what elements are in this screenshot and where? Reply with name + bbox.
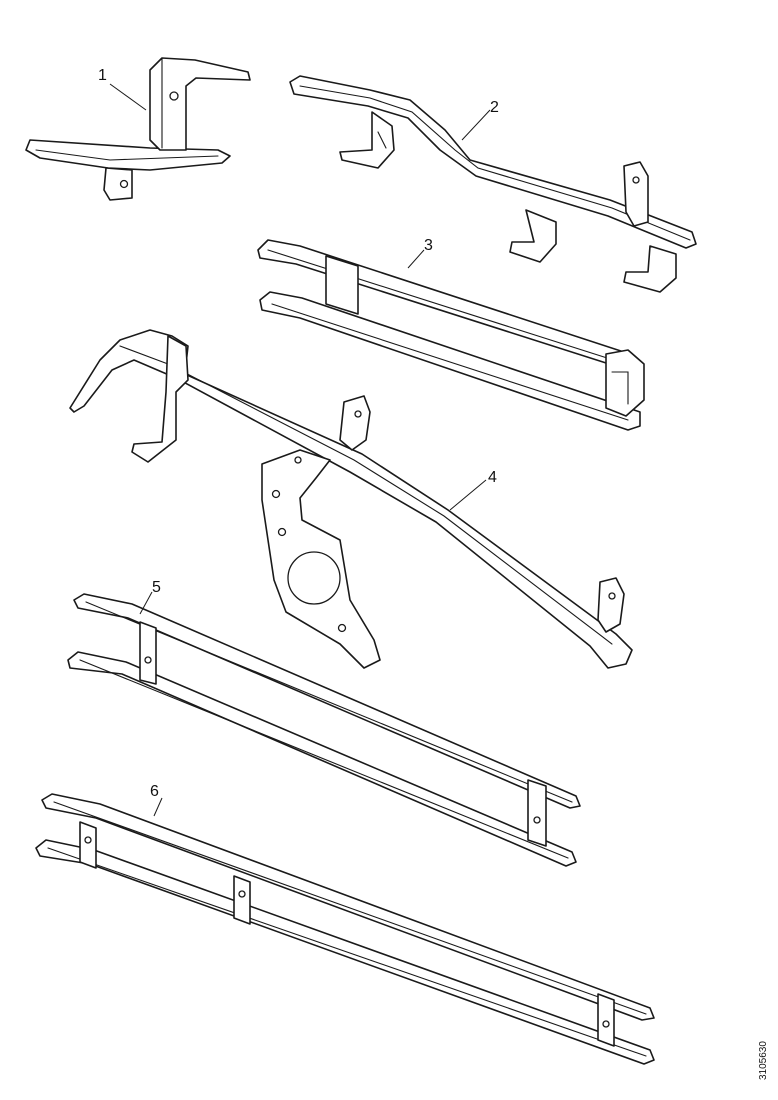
part-1-bracket (25, 57, 251, 201)
callout-label-2: 2 (490, 99, 499, 116)
callout-label-6: 6 (150, 783, 159, 800)
callout-label-4: 4 (488, 469, 497, 486)
part-6-long-twin-bar-frame (35, 793, 655, 1065)
callout-label-1: 1 (98, 67, 107, 84)
part-5-twin-bar-frame (67, 593, 581, 867)
callout-label-3: 3 (424, 237, 433, 254)
callout-label-5: 5 (152, 579, 161, 596)
part-3-double-rail (257, 239, 645, 431)
reference-code: 3105630 (758, 1041, 769, 1080)
callout-leaders (109, 83, 491, 817)
part-2-cranked-rail (289, 75, 697, 293)
part-4-strut-with-plate (69, 329, 633, 669)
